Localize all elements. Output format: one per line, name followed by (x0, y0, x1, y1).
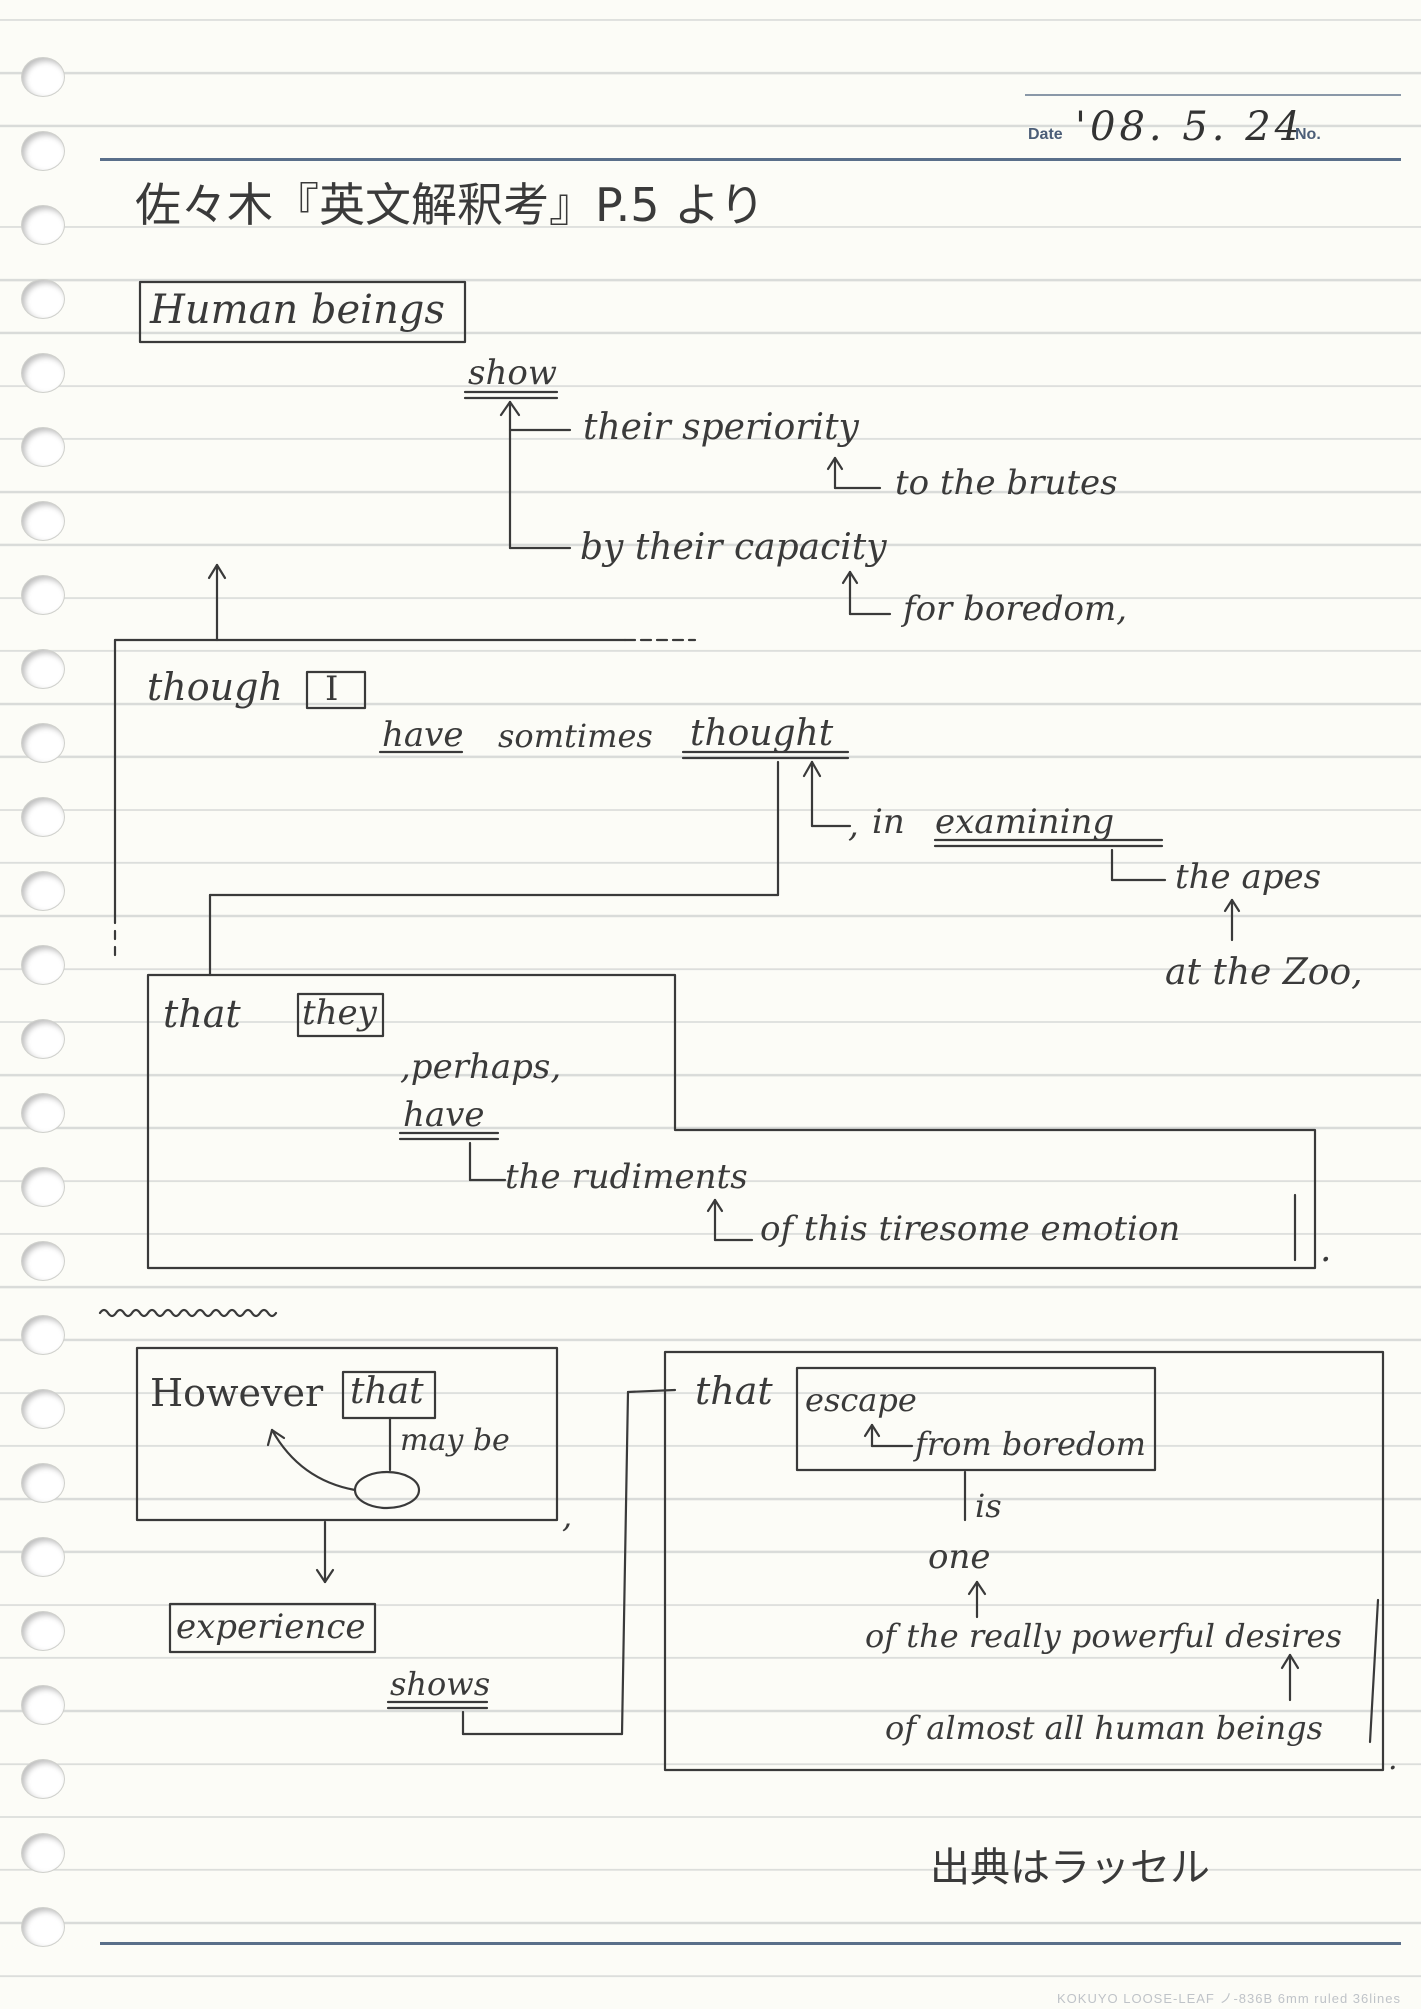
conj-that-2: that (695, 1369, 773, 1413)
complement-one: one (928, 1537, 991, 1577)
modifier-to-the-brutes: to the brutes (895, 463, 1118, 503)
comma-2: , (562, 1497, 573, 1535)
binder-hole-icon (22, 1390, 64, 1428)
binder-hole-icon (22, 798, 64, 836)
prep-in: in (872, 802, 905, 842)
verb-is: is (975, 1487, 1002, 1525)
number-label: No. (1295, 126, 1321, 143)
binder-hole-icon (22, 946, 64, 984)
subject-they: they (302, 993, 377, 1033)
verb-have: have (382, 715, 464, 755)
modifier-at-the-zoo: at the Zoo, (1165, 952, 1363, 993)
object-rudiments: the rudiments (505, 1157, 748, 1197)
verb-may-be: may be (400, 1423, 510, 1458)
period-2: . (1388, 1742, 1398, 1777)
date-label: Date (1028, 126, 1063, 143)
object-speriority: their speriority (583, 407, 859, 448)
verb-have-2: have (403, 1095, 485, 1135)
binder-hole-icon (22, 1686, 64, 1724)
page-title: 佐々木『英文解釈考』P.5 より (135, 178, 766, 232)
binder-hole-icon (22, 1020, 64, 1058)
conj-however: However (150, 1371, 324, 1415)
binder-hole-icon (22, 206, 64, 244)
modifier-powerful-desires: of the really powerful desires (865, 1617, 1342, 1655)
subject-i: I (325, 669, 339, 709)
binder-hole-icon (22, 1760, 64, 1798)
binder-hole-icon (22, 1464, 64, 1502)
conj-though: though (147, 665, 283, 709)
verb-show: show (468, 353, 557, 393)
footer-text: KOKUYO LOOSE-LEAF ノ-836B 6mm ruled 36lin… (1056, 1991, 1401, 2006)
gerund-examining: examining (935, 802, 1115, 842)
modifier-for-boredom: for boredom, (903, 589, 1128, 629)
modifier-tiresome-emotion: of this tiresome emotion (760, 1209, 1181, 1249)
date-rule (1025, 94, 1401, 96)
verb-shows: shows (390, 1665, 491, 1703)
binder-hole-icon (22, 650, 64, 688)
adverb-perhaps: ,perhaps, (400, 1047, 562, 1087)
subject-experience: experience (176, 1607, 366, 1647)
binder-hole-icon (22, 872, 64, 910)
date-value: '08. 5. 24 (1075, 104, 1305, 150)
conj-that: that (163, 992, 241, 1036)
footer-rule (100, 1942, 1401, 1945)
binder-hole-icon (22, 280, 64, 318)
subject-that-box: that (350, 1371, 424, 1412)
binder-hole-icon (22, 724, 64, 762)
binder-hole-icon (22, 1834, 64, 1872)
binder-hole-icon (22, 354, 64, 392)
verb-thought: thought (690, 713, 834, 754)
binder-hole-icon (22, 576, 64, 614)
adverb-somtimes: somtimes (498, 717, 653, 755)
object-the-apes: the apes (1175, 857, 1322, 897)
binder-hole-icon (22, 132, 64, 170)
binder-hole-icon (22, 1168, 64, 1206)
binder-hole-icon (22, 428, 64, 466)
binder-hole-icon (22, 1538, 64, 1576)
subject-escape: escape (805, 1381, 917, 1419)
binder-hole-icon (22, 502, 64, 540)
binder-hole-icon (22, 1316, 64, 1354)
binder-hole-icon (22, 1242, 64, 1280)
binder-hole-icon (22, 58, 64, 96)
comma-in: , (848, 805, 859, 845)
subject-human-beings: Human beings (150, 287, 445, 333)
binder-hole-icon (22, 1612, 64, 1650)
source-note: 出典はラッセル (930, 1845, 1210, 1891)
period-1: . (1320, 1229, 1332, 1270)
modifier-from-boredom: from boredom (915, 1425, 1146, 1463)
binder-hole-icon (22, 1094, 64, 1132)
binder-hole-icon (22, 1908, 64, 1946)
modifier-human-beings: of almost all human beings (885, 1709, 1323, 1747)
phrase-by-their-capacity: by their capacity (580, 527, 887, 568)
header-rule (100, 158, 1401, 161)
